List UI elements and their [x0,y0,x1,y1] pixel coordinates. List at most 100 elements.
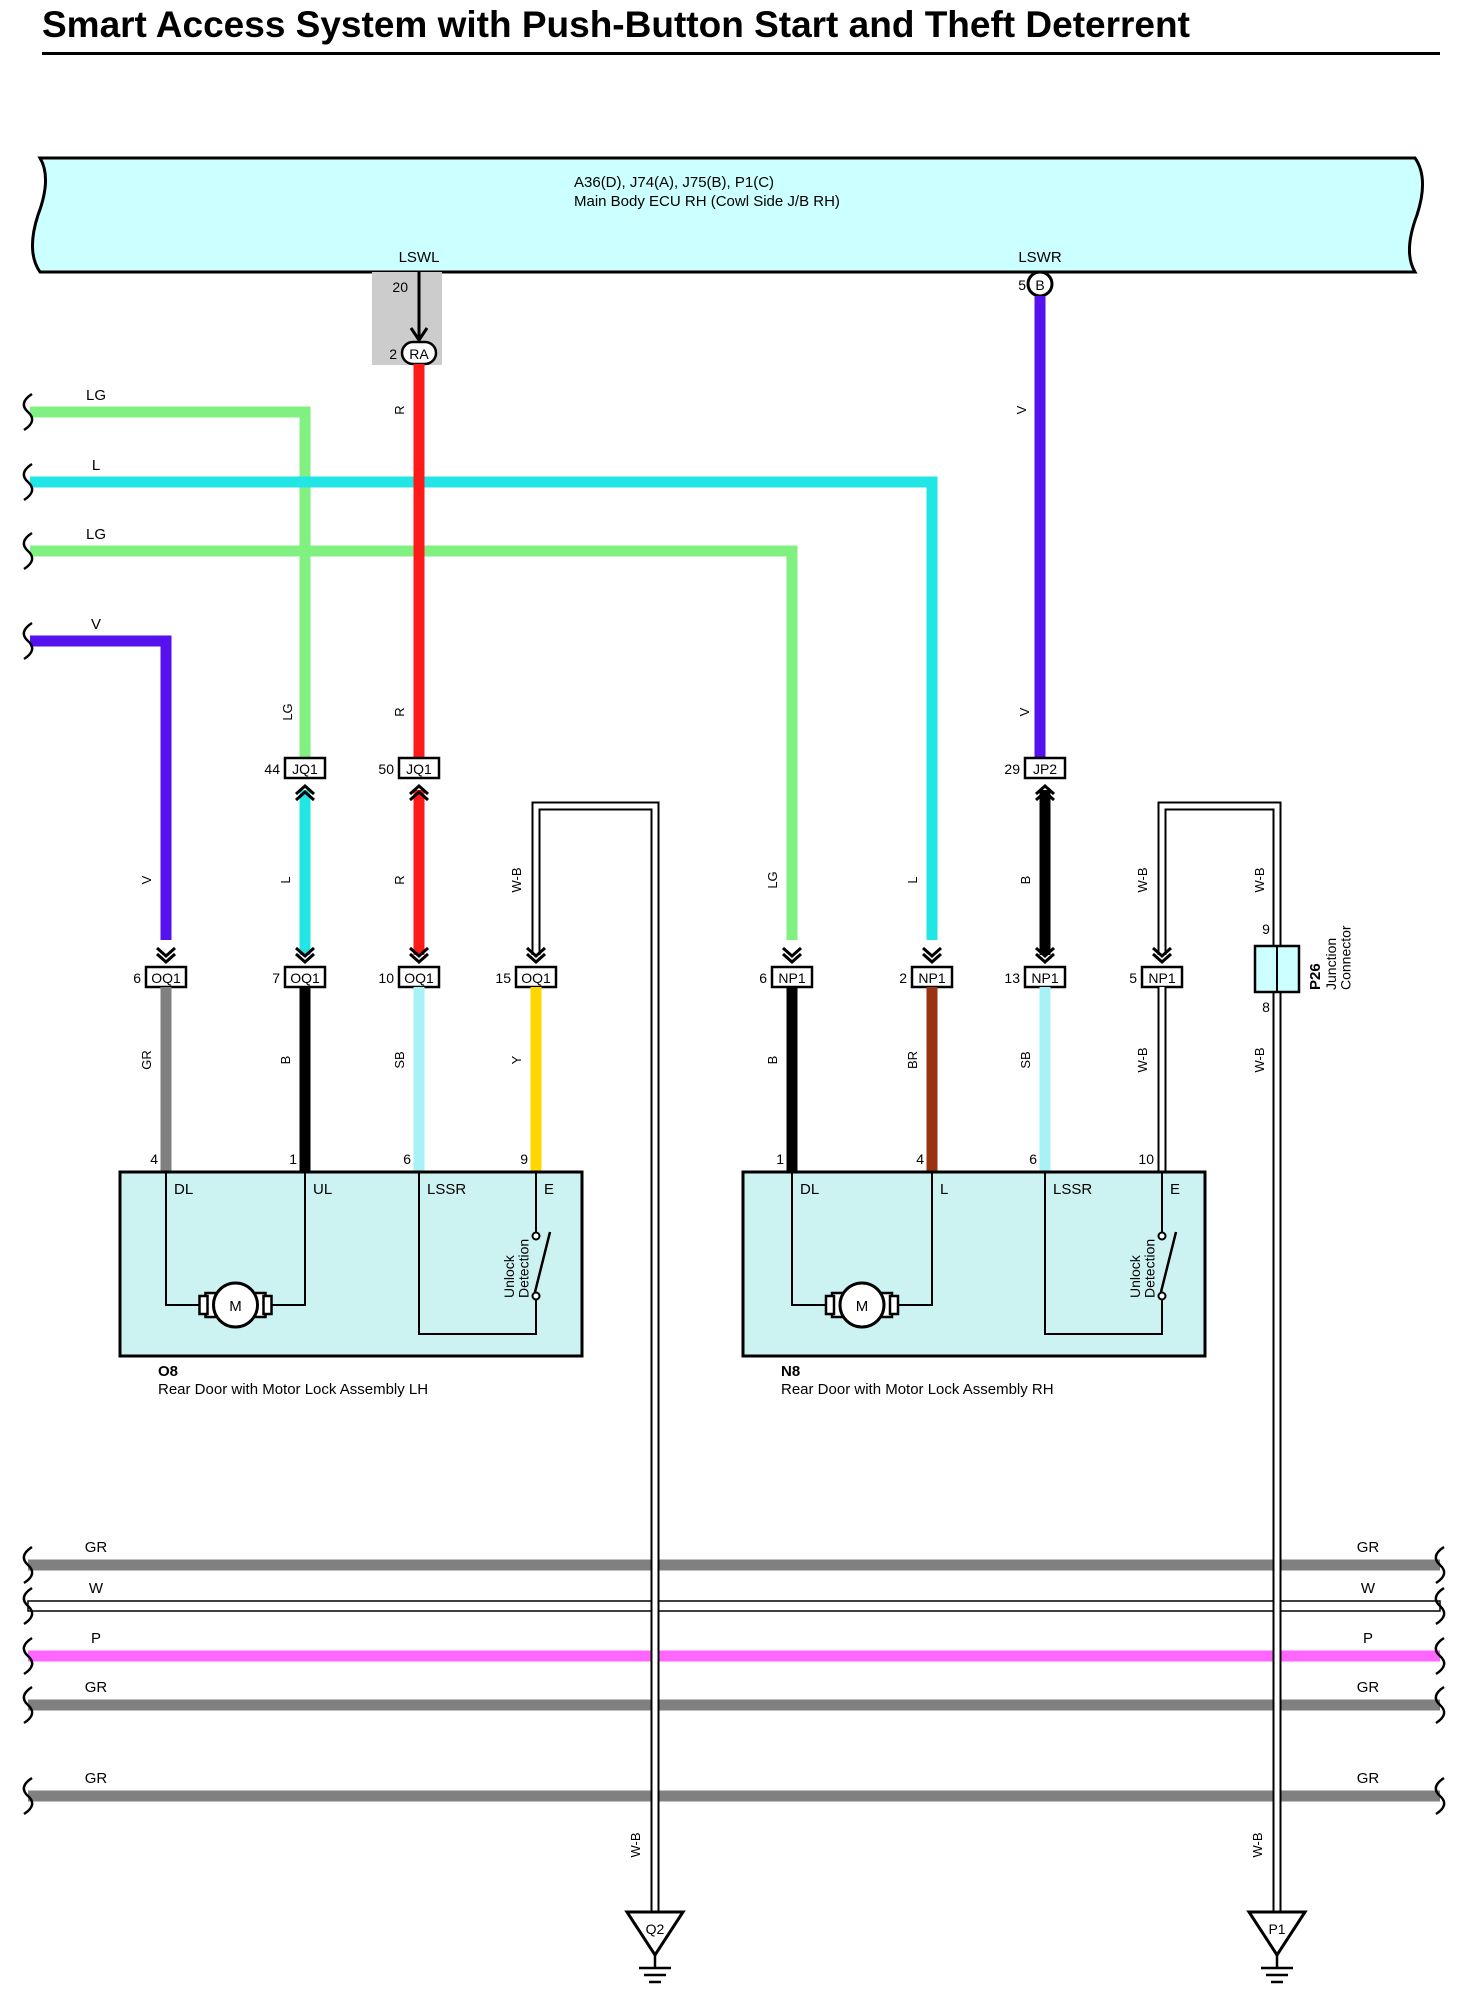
bus-wire-label: GR [1357,1770,1380,1787]
module-lh-motor-wire [165,1172,208,1306]
wire-lg-2 [30,545,798,940]
ecu-pin-number: 20 [392,279,408,295]
connector-chevron-icon [409,783,429,802]
connector-chevron-icon [156,946,176,965]
wire-break-mark [22,1545,34,1585]
connector-chevron-icon [409,946,429,965]
module-rh-terminal: DL [800,1181,819,1198]
connector-chevron-icon [1035,783,1055,802]
bus-wire-label: W [1361,1580,1376,1597]
ground-q2-symbol-icon [624,1910,686,1958]
module-rh-pin-number: 1 [776,1151,784,1167]
wire-l [30,476,938,940]
connector-pin: 2 [899,970,907,986]
ground-p1-code: P1 [1268,1921,1285,1937]
module-lh-motor-label: M [229,1298,242,1315]
wire-color-label: LG [765,871,780,888]
ecu-pin-signal-lswr: LSWR [1018,249,1062,266]
connector-code: NP1 [778,970,805,986]
connector-chevron-icon [922,946,942,965]
junction-connector-code: JQ1 [292,761,318,777]
junction-connector-box [1023,756,1067,780]
module-rh-motor-wire [890,1172,933,1306]
p26-pin-top: 9 [1262,921,1270,937]
wire-color-label: BR [905,1051,920,1069]
wire-break-mark [22,1636,34,1676]
wire-color-label: W-B [1252,867,1267,892]
wire-break-mark [1434,1545,1446,1585]
wire-break-mark [1434,1636,1446,1676]
wire-break-mark [22,462,34,502]
p26-name: JunctionConnector [1323,925,1354,990]
wire-break-mark [22,621,34,661]
wire-color-label: W-B [1135,1047,1150,1072]
wire-color-label: LG [280,703,295,720]
connector-chevron-icon [1152,946,1172,965]
bus-wire-label: W [89,1580,104,1597]
bus-wire-w [27,1600,1441,1612]
connector-pin: 6 [133,970,141,986]
p26-pin-bottom: 8 [1262,999,1270,1015]
module-rh-switch-wire [1044,1172,1163,1335]
junction-connector-code: JQ1 [406,761,432,777]
module-lh-motor-icon [212,1281,259,1329]
module-lh-pin-number: 9 [520,1151,528,1167]
module-lh-body [118,1170,584,1358]
connector-chevron-icon [782,946,802,965]
module-lh-pin-number: 4 [150,1151,158,1167]
module-rh-terminal: E [1170,1181,1180,1198]
wire-color-label: R [392,707,407,716]
wire-color-label: L [278,876,293,883]
ground-q2-code: Q2 [646,1921,665,1937]
module-rh-body [741,1170,1207,1358]
connector-pin: 13 [1004,970,1020,986]
bus-wire-label: P [91,1630,101,1647]
wire-color-label: B [1018,876,1033,885]
wire-color-label: L [905,876,920,883]
module-rh-switch-label: UnlockDetection [1127,1239,1158,1298]
wire-label-lg: LG [86,387,106,404]
module-rh-switch-contact [1157,1231,1167,1241]
wire-color-label: Y [509,1055,524,1064]
junction-connector-pin: 44 [264,761,280,777]
module-rh-pin-number: 6 [1029,1151,1037,1167]
bus-wire-label: GR [1357,1679,1380,1696]
ecu-pin-signal-lswl: LSWL [399,249,440,266]
wire-break-mark [22,1776,34,1816]
wire-label-lg: LG [86,526,106,543]
bus-wire-label: GR [85,1679,108,1696]
wire-color-label: SB [392,1051,407,1068]
module-rh-motor-brush [824,1294,836,1316]
module-lh-terminal: UL [313,1181,332,1198]
connector-chevron-icon [526,946,546,965]
wire-color-label: V [139,875,154,884]
junction-connector-code: JP2 [1033,761,1057,777]
module-lh-terminal: DL [174,1181,193,1198]
module-lh-switch-label: UnlockDetection [501,1239,532,1298]
connector-pin: 15 [495,970,511,986]
module-rh-switch-contact [1157,1291,1167,1301]
module-lh-switch-contact [531,1231,541,1241]
module-rh-code: N8 [781,1363,800,1380]
ecu-body [31,156,1424,274]
wire-break-mark [1434,1776,1446,1816]
module-rh-name: Rear Door with Motor Lock Assembly RH [781,1381,1054,1398]
connector-pin: 10 [378,970,394,986]
wire-label-l: L [92,457,100,474]
ecu-connectors: A36(D), J74(A), J75(B), P1(C) [574,174,774,191]
junction-connector-box [283,756,327,780]
connector-pin: 5 [1129,970,1137,986]
wire-break-mark [22,1685,34,1725]
junction-connector-box [397,756,441,780]
module-lh-switch-blade-icon [533,1231,552,1293]
wire-color-label: W-B [509,867,524,892]
title-underline [42,52,1440,55]
wire-color-label: R [392,875,407,884]
ecu-pin-connector-code: B [1035,277,1044,293]
module-lh-pin-number: 1 [289,1151,297,1167]
wire-break-mark [22,531,34,571]
module-rh-pin-number: 10 [1138,1151,1154,1167]
module-lh-code: O8 [158,1363,178,1380]
wire-color-label: W-B [1250,1832,1265,1857]
